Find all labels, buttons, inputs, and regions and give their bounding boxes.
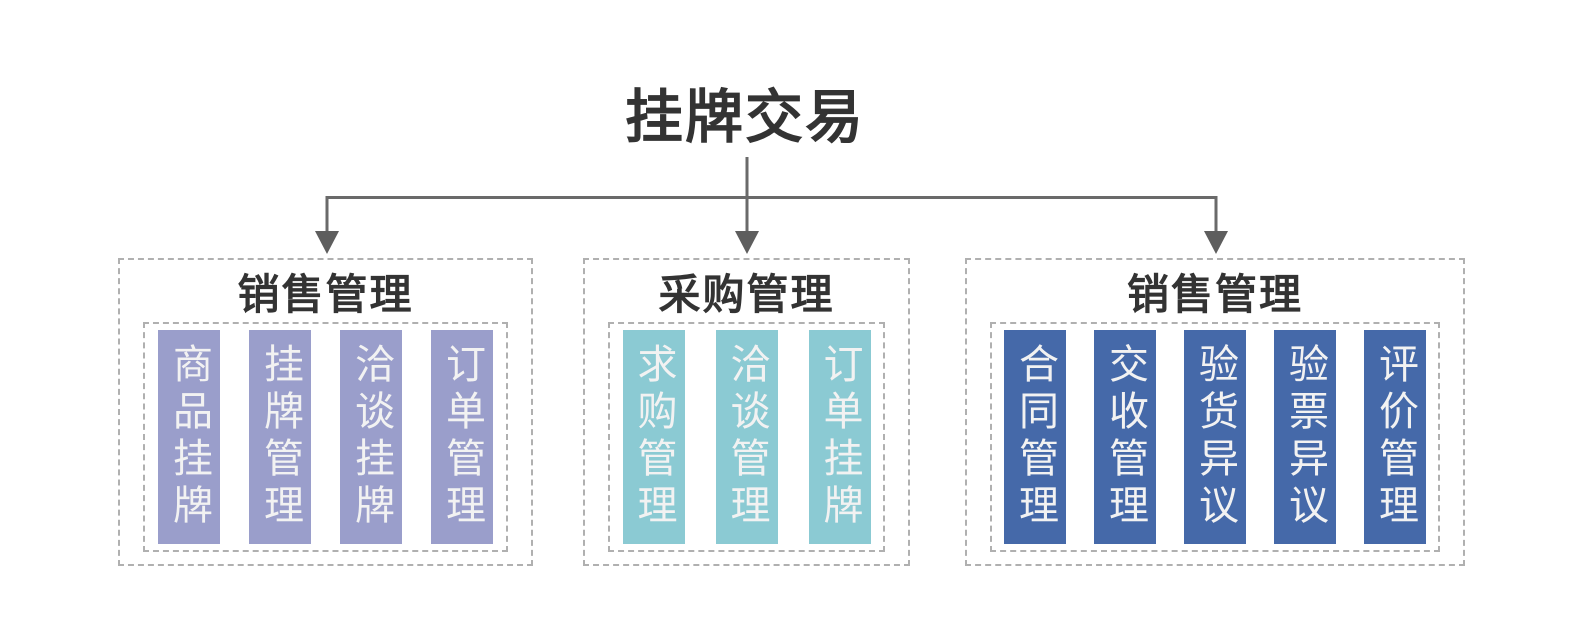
diagram-title: 挂牌交易: [624, 85, 866, 150]
module-order-management: 订单管理: [431, 330, 493, 544]
group-title: 销售管理: [237, 270, 414, 318]
arrowhead-right-icon: [1204, 231, 1228, 254]
module-negotiation-listing: 洽谈挂牌: [340, 330, 402, 544]
arrowhead-center-icon: [735, 231, 759, 254]
module-negotiation-management: 洽谈管理: [715, 330, 778, 544]
group-sales-management-2: 销售管理 合同管理 交收管理 验货异议 验票异议 评价管理: [965, 258, 1465, 566]
group-sales-management-1: 销售管理 商品挂牌 挂牌管理 洽谈挂牌 订单管理: [118, 258, 533, 566]
arrowhead-left-icon: [315, 231, 339, 254]
group-title: 采购管理: [658, 270, 835, 318]
module-label: 合同管理: [1013, 343, 1057, 531]
module-goods-inspection-dispute: 验货异议: [1184, 330, 1246, 544]
module-label: 洽谈管理: [724, 343, 769, 531]
module-label: 订单管理: [440, 343, 484, 531]
module-label: 评价管理: [1373, 343, 1417, 531]
module-label: 洽谈挂牌: [349, 343, 393, 531]
module-label: 挂牌管理: [258, 343, 302, 531]
module-buy-request-management: 求购管理: [622, 330, 685, 544]
group-title: 销售管理: [1126, 270, 1303, 318]
module-order-listing: 订单挂牌: [808, 330, 871, 544]
module-invoice-inspection-dispute: 验票异议: [1274, 330, 1336, 544]
module-listing-management: 挂牌管理: [249, 330, 311, 544]
group-purchase-management: 采购管理 求购管理 洽谈管理 订单挂牌: [583, 258, 910, 566]
module-label: 商品挂牌: [167, 343, 211, 531]
module-evaluation-management: 评价管理: [1364, 330, 1426, 544]
module-product-listing: 商品挂牌: [158, 330, 220, 544]
group-modules-container: 合同管理 交收管理 验货异议 验票异议 评价管理: [990, 322, 1440, 552]
group-modules-container: 商品挂牌 挂牌管理 洽谈挂牌 订单管理: [143, 322, 508, 552]
module-label: 订单挂牌: [817, 343, 862, 531]
module-delivery-management: 交收管理: [1094, 330, 1156, 544]
group-modules-container: 求购管理 洽谈管理 订单挂牌: [608, 322, 885, 552]
module-contract-management: 合同管理: [1004, 330, 1066, 544]
module-label: 验票异议: [1283, 343, 1327, 531]
module-label: 求购管理: [631, 343, 676, 531]
module-label: 验货异议: [1193, 343, 1237, 531]
module-label: 交收管理: [1103, 343, 1147, 531]
